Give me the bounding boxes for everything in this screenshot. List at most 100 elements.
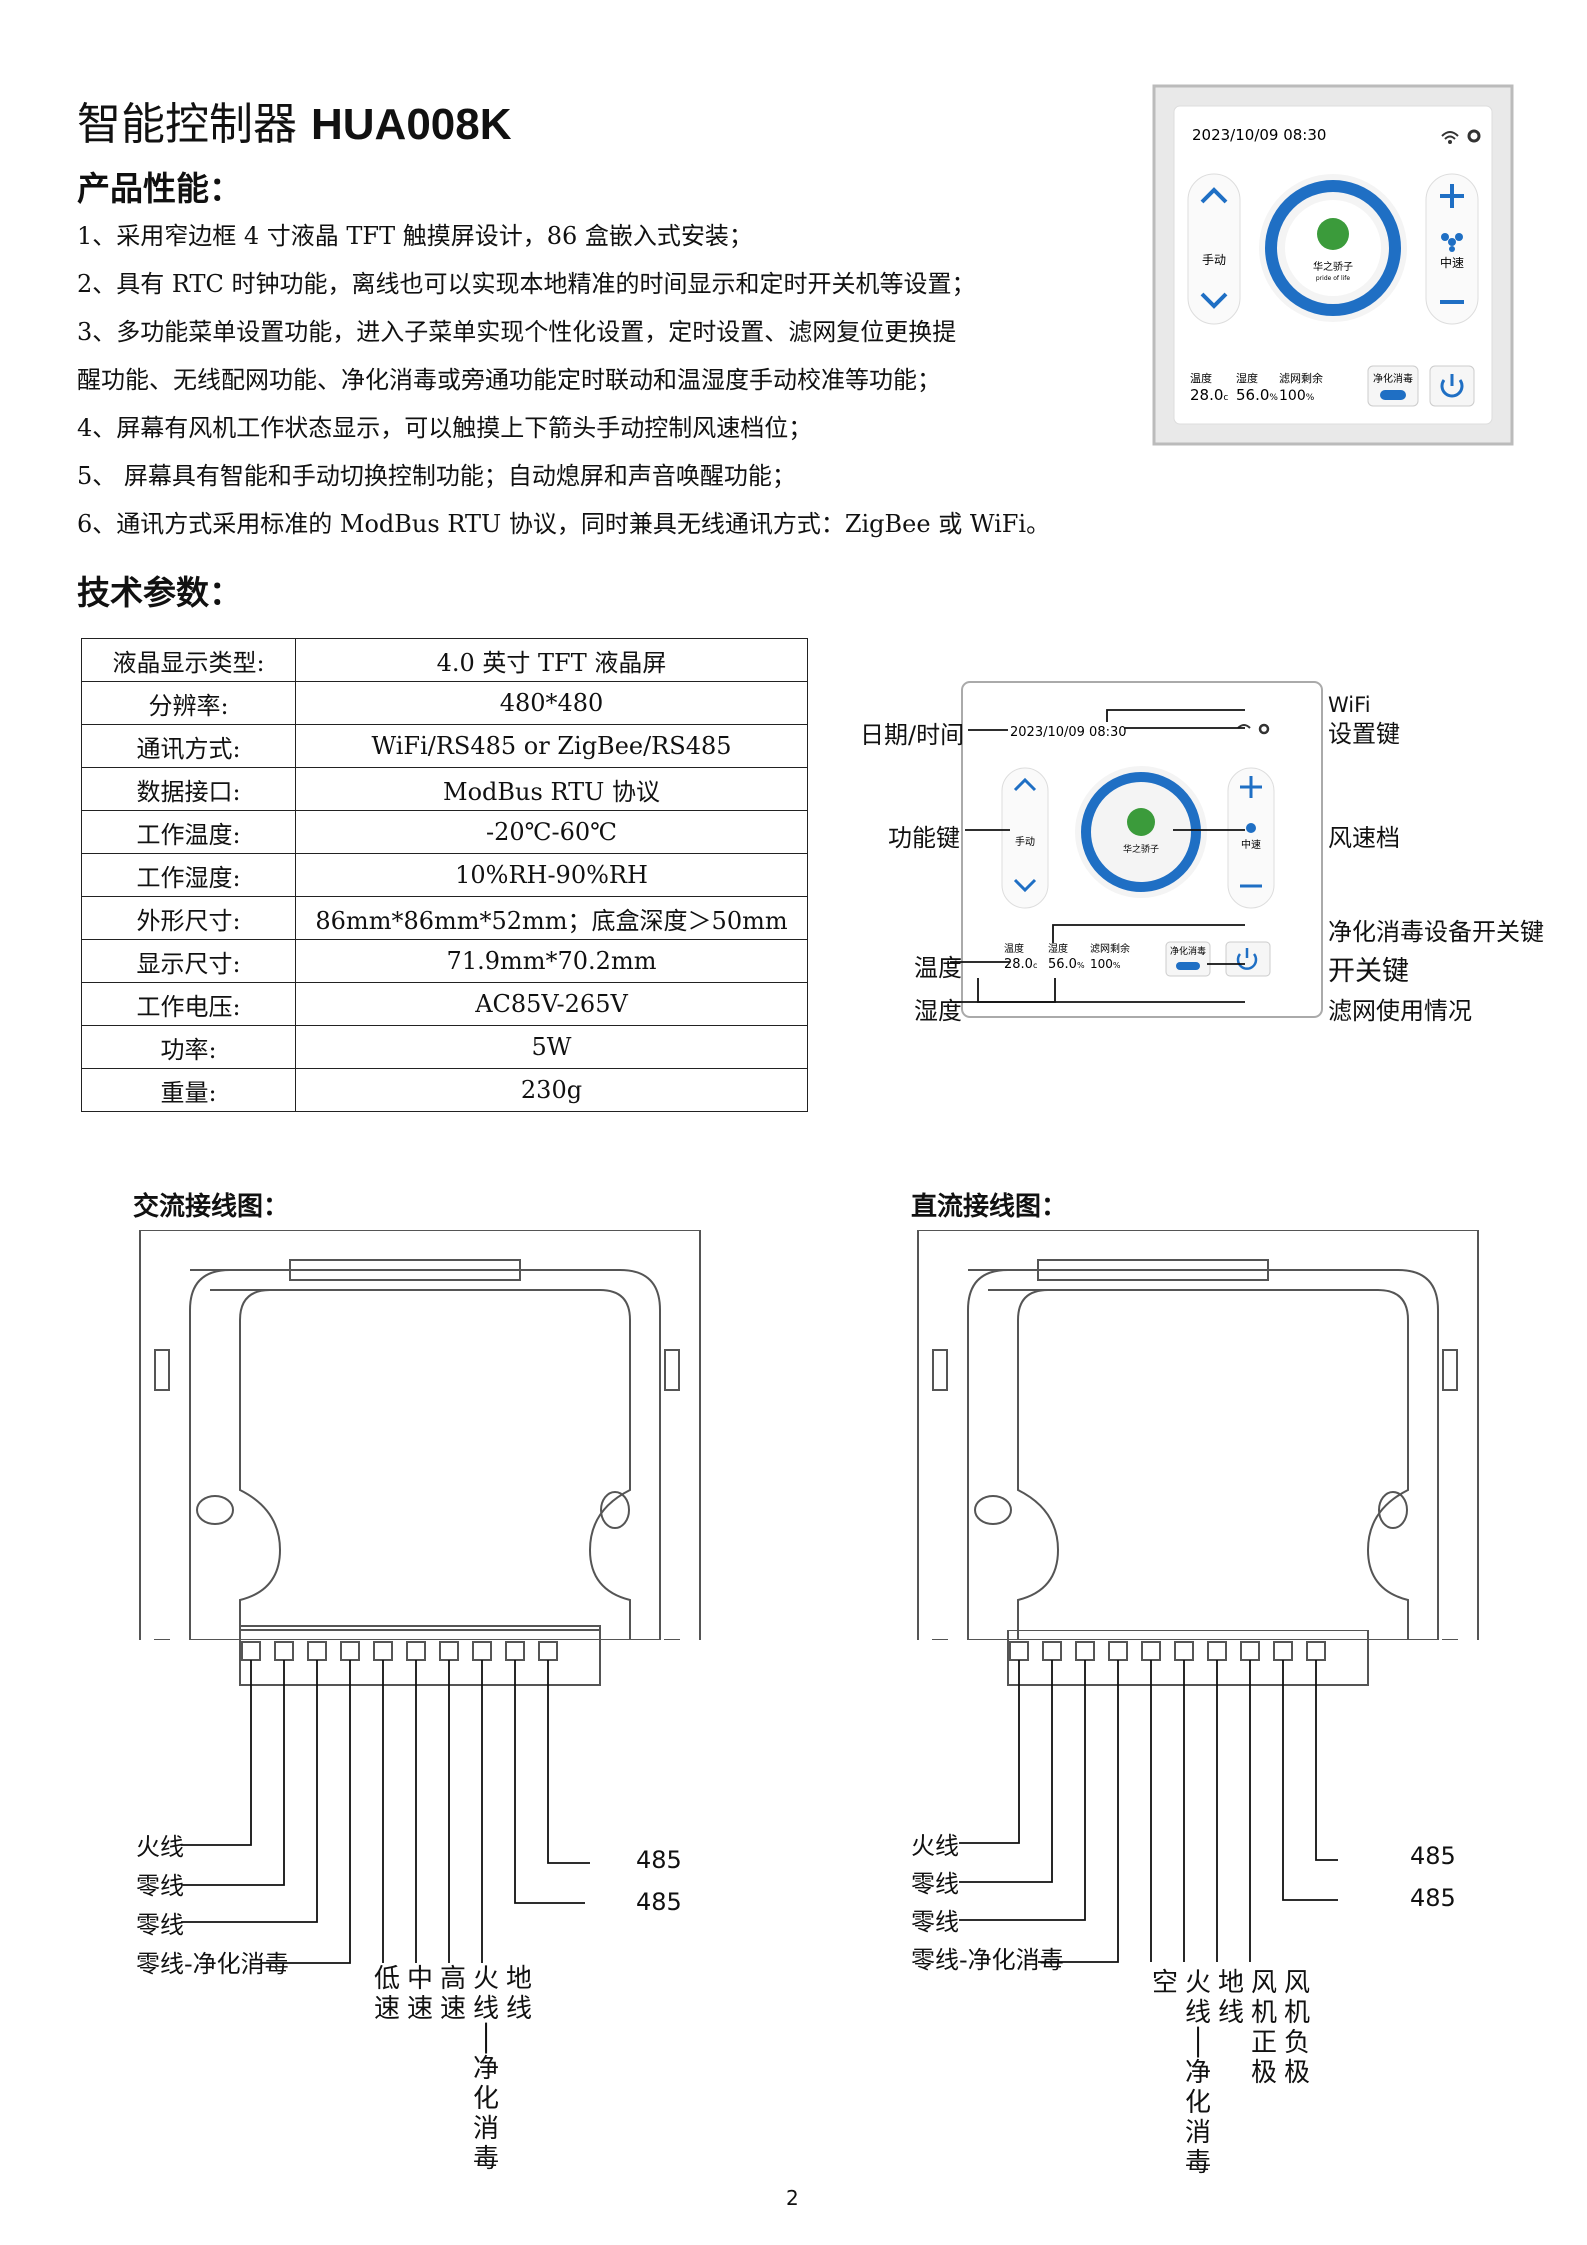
ac-wiring-caption: 交流接线图：	[133, 1192, 290, 1222]
dc-left-label: 零线	[911, 1870, 959, 1898]
dc-bottom-label: 地线	[1217, 1968, 1244, 2028]
ac-right-label: 485	[636, 1846, 682, 1874]
wifi-icon	[1441, 131, 1459, 144]
plus-icon	[1240, 776, 1262, 798]
callout-power: 开关键	[1328, 956, 1409, 987]
callout-speed-label: 中速	[1241, 838, 1261, 851]
purify-label: 净化消毒	[1373, 372, 1413, 385]
dc-left-label: 零线-净化消毒	[911, 1946, 1064, 1974]
table-row: 显示尺寸:71.9mm*70.2mm	[81, 939, 808, 983]
fan-icon	[1246, 823, 1256, 833]
table-row: 液晶显示类型:4.0 英寸 TFT 液晶屏	[81, 638, 808, 682]
svg-text:56.0%: 56.0%	[1236, 386, 1278, 404]
ac-terminals	[181, 1630, 601, 1964]
callout-brand: 华之骄子	[1123, 843, 1159, 855]
up-arrow-icon	[1200, 187, 1228, 204]
specs-heading: 技术参数：	[77, 573, 242, 612]
callout-mode-label: 手动	[1015, 835, 1035, 848]
table-row: 数据接口:ModBus RTU 协议	[81, 767, 808, 811]
dc-back-plate	[917, 1230, 1479, 1640]
callout-settings: 设置键	[1328, 720, 1400, 748]
feature-item: 3、多功能菜单设置功能，进入子菜单实现个性化设置，定时设置、滤网复位更换提	[77, 318, 957, 346]
callout-humidity: 湿度	[914, 997, 962, 1025]
dc-wiring-caption: 直流接线图：	[911, 1192, 1068, 1222]
dc-left-label: 零线	[911, 1908, 959, 1936]
feature-item: 4、屏幕有风机工作状态显示，可以触摸上下箭头手动控制风速档位；	[77, 414, 813, 442]
down-arrow-icon	[1013, 878, 1037, 893]
dc-bottom-label: 空	[1151, 1968, 1178, 1998]
dc-right-label: 485	[1410, 1884, 1456, 1912]
features-heading: 产品性能：	[77, 169, 242, 208]
mode-label: 手动	[1202, 253, 1226, 267]
feature-item: 6、通讯方式采用标准的 ModBus RTU 协议，同时兼具无线通讯方式：Zig…	[77, 510, 1051, 538]
down-arrow-icon	[1200, 292, 1228, 309]
feature-item: 2、具有 RTC 时钟功能，离线也可以实现本地精准的时间显示和定时开关机等设置；	[77, 270, 976, 298]
callout-hum-label: 湿度	[1048, 942, 1068, 955]
temp-label: 温度	[1190, 371, 1212, 385]
page-number: 2	[786, 2186, 799, 2210]
purify-toggle	[1176, 962, 1200, 970]
spec-table: 液晶显示类型:4.0 英寸 TFT 液晶屏 分辨率:480*480 通讯方式:W…	[81, 638, 808, 1112]
ac-bottom-label: 火线│净化消毒	[472, 1964, 499, 2174]
callout-temp-value: 28.0c	[1004, 957, 1037, 972]
svg-text:100%: 100%	[1279, 388, 1315, 404]
gear-icon	[1258, 723, 1270, 735]
brand-en: pride of life	[1316, 275, 1350, 282]
dc-right-label: 485	[1410, 1842, 1456, 1870]
callout-filter-label: 滤网剩余	[1090, 942, 1130, 955]
temp-value: 28.0	[1190, 386, 1223, 404]
dc-bottom-label: 火线│净化消毒	[1184, 1968, 1211, 2178]
up-arrow-icon	[1013, 777, 1037, 792]
table-row: 工作温度:-20℃-60℃	[81, 810, 808, 854]
brand-name: 华之骄子	[1313, 260, 1353, 273]
hum-label: 湿度	[1236, 371, 1258, 385]
ac-left-label: 零线-净化消毒	[136, 1950, 289, 1978]
dc-terminals	[959, 1630, 1369, 1963]
brand-logo-icon	[1127, 808, 1155, 836]
ac-left-label: 零线	[136, 1872, 184, 1900]
dc-left-label: 火线	[911, 1832, 959, 1860]
page-title: 智能控制器 HUA008K	[77, 99, 512, 150]
speed-label: 中速	[1440, 255, 1464, 270]
dc-bottom-label: 风机正极	[1250, 1968, 1277, 2088]
callout-device: 2023/10/09 08:30 手动 华之骄子 中速 温度 28.0c 湿度 …	[961, 681, 1323, 1018]
callout-lines	[950, 709, 1245, 1003]
ac-back-plate	[139, 1230, 701, 1640]
callout-hum-value: 56.0%	[1048, 957, 1085, 972]
table-row: 工作湿度:10%RH-90%RH	[81, 853, 808, 897]
feature-item: 1、采用窄边框 4 寸液晶 TFT 触摸屏设计，86 盒嵌入式安装；	[77, 222, 753, 250]
ac-left-label: 零线	[136, 1911, 184, 1939]
device-datetime: 2023/10/09 08:30	[1192, 126, 1326, 144]
filter-label: 滤网剩余	[1279, 371, 1323, 385]
ac-left-label: 火线	[136, 1833, 184, 1861]
callout-temp-label: 温度	[1004, 942, 1024, 955]
callout-filter: 滤网使用情况	[1328, 997, 1472, 1025]
table-row: 通讯方式:WiFi/RS485 or ZigBee/RS485	[81, 724, 808, 768]
feature-item: 醒功能、无线配网功能、净化消毒或旁通功能定时联动和温湿度手动校准等功能；	[77, 366, 941, 394]
purify-toggle	[1380, 390, 1406, 400]
device-photo: 2023/10/09 08:30 手动 华之骄子 pride of life 中…	[1152, 84, 1514, 446]
callout-wifi: WiFi	[1328, 693, 1371, 717]
callout-temperature: 温度	[914, 954, 962, 982]
feature-item: 5、 屏幕具有智能和手动切换控制功能；自动熄屏和声音唤醒功能；	[77, 462, 796, 490]
brand-logo-icon	[1317, 218, 1349, 250]
callout-datetime: 日期/时间	[860, 721, 965, 749]
ac-bottom-label: 低速	[373, 1964, 400, 2024]
callout-device-datetime: 2023/10/09 08:30	[1010, 725, 1127, 740]
table-row: 重量:230g	[81, 1068, 808, 1112]
ac-bottom-label: 高速	[439, 1964, 466, 2024]
ac-right-label: 485	[636, 1888, 682, 1916]
svg-text:28.0c: 28.0c	[1190, 386, 1228, 404]
ac-bottom-label: 地线	[505, 1964, 532, 2024]
callout-fan-speed: 风速档	[1328, 824, 1400, 852]
feature-list: 1、采用窄边框 4 寸液晶 TFT 触摸屏设计，86 盒嵌入式安装； 2、具有 …	[77, 212, 1050, 548]
power-icon	[1440, 374, 1464, 398]
table-row: 功率:5W	[81, 1025, 808, 1069]
dc-bottom-label: 风机负极	[1283, 1968, 1310, 2088]
table-row: 分辨率:480*480	[81, 681, 808, 725]
power-icon	[1236, 948, 1258, 970]
plus-icon	[1440, 184, 1464, 208]
ac-bottom-label: 中速	[406, 1964, 433, 2024]
callout-purify-label: 净化消毒	[1170, 945, 1206, 957]
filter-value: 100	[1279, 388, 1306, 404]
